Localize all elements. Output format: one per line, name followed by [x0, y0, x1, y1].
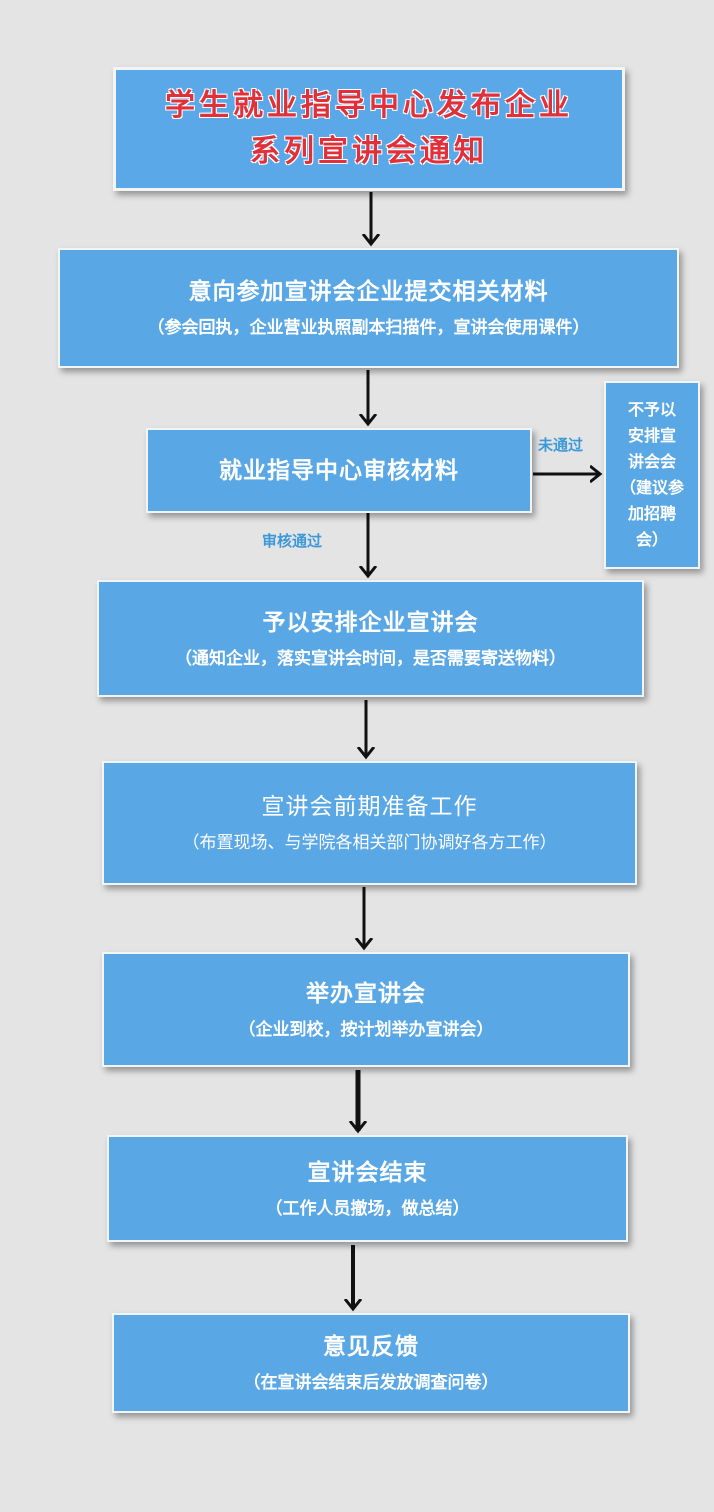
- step-arrange-session-detail: （通知企业，落实宣讲会时间，是否需要寄送物料）: [175, 648, 566, 669]
- label-passed: 审核通过: [262, 532, 323, 550]
- step-hold-session: 举办宣讲会 （企业到校，按计划举办宣讲会）: [102, 952, 630, 1067]
- side-box-line-3: 讲会会: [627, 452, 676, 471]
- side-box-line-4: （建议参: [619, 478, 684, 497]
- side-box-line-5: 加招聘: [627, 504, 676, 523]
- step-review-materials: 就业指导中心审核材料: [146, 428, 532, 513]
- step-hold-session-detail: （企业到校，按计划举办宣讲会）: [238, 1019, 494, 1040]
- step-hold-session-title: 举办宣讲会: [306, 980, 426, 1007]
- step-submit-materials: 意向参加宣讲会企业提交相关材料 （参会回执，企业营业执照副本扫描件，宣讲会使用课…: [58, 248, 679, 368]
- step-session-end-title: 宣讲会结束: [307, 1159, 428, 1186]
- step-feedback-detail: （在宣讲会结束后发放调查问卷）: [243, 1373, 499, 1393]
- step-preparation: 宣讲会前期准备工作 （布置现场、与学院各相关部门协调好各方工作）: [102, 761, 637, 885]
- side-box-line-1: 不予以: [627, 400, 676, 419]
- side-box-rejected: 不予以 安排宣 讲会会 （建议参 加招聘 会）: [604, 381, 700, 569]
- step-arrange-session: 予以安排企业宣讲会 （通知企业，落实宣讲会时间，是否需要寄送物料）: [97, 580, 644, 697]
- side-box-line-2: 安排宣: [627, 426, 676, 445]
- step-session-end-detail: （工作人员撤场，做总结）: [265, 1198, 470, 1219]
- title-line-1: 学生就业指导中心发布企业: [165, 88, 573, 123]
- step-submit-materials-title: 意向参加宣讲会企业提交相关材料: [188, 279, 549, 305]
- step-submit-materials-detail: （参会回执，企业营业执照副本扫描件，宣讲会使用课件）: [147, 318, 590, 338]
- side-box-line-6: 会）: [635, 530, 668, 549]
- step-feedback: 意见反馈 （在宣讲会结束后发放调查问卷）: [112, 1313, 630, 1413]
- title-line-2: 系列宣讲会通知: [250, 134, 488, 169]
- step-review-materials-title: 就业指导中心审核材料: [219, 457, 459, 484]
- step-feedback-title: 意见反馈: [323, 1334, 419, 1360]
- label-not-passed: 未通过: [538, 436, 584, 454]
- step-arrange-session-title: 予以安排企业宣讲会: [262, 609, 479, 636]
- step-session-end: 宣讲会结束 （工作人员撤场，做总结）: [107, 1135, 628, 1242]
- step-preparation-detail: （布置现场、与学院各相关部门协调好各方工作）: [182, 833, 557, 853]
- title-box: 学生就业指导中心发布企业 系列宣讲会通知: [113, 67, 625, 191]
- step-preparation-title: 宣讲会前期准备工作: [261, 794, 478, 820]
